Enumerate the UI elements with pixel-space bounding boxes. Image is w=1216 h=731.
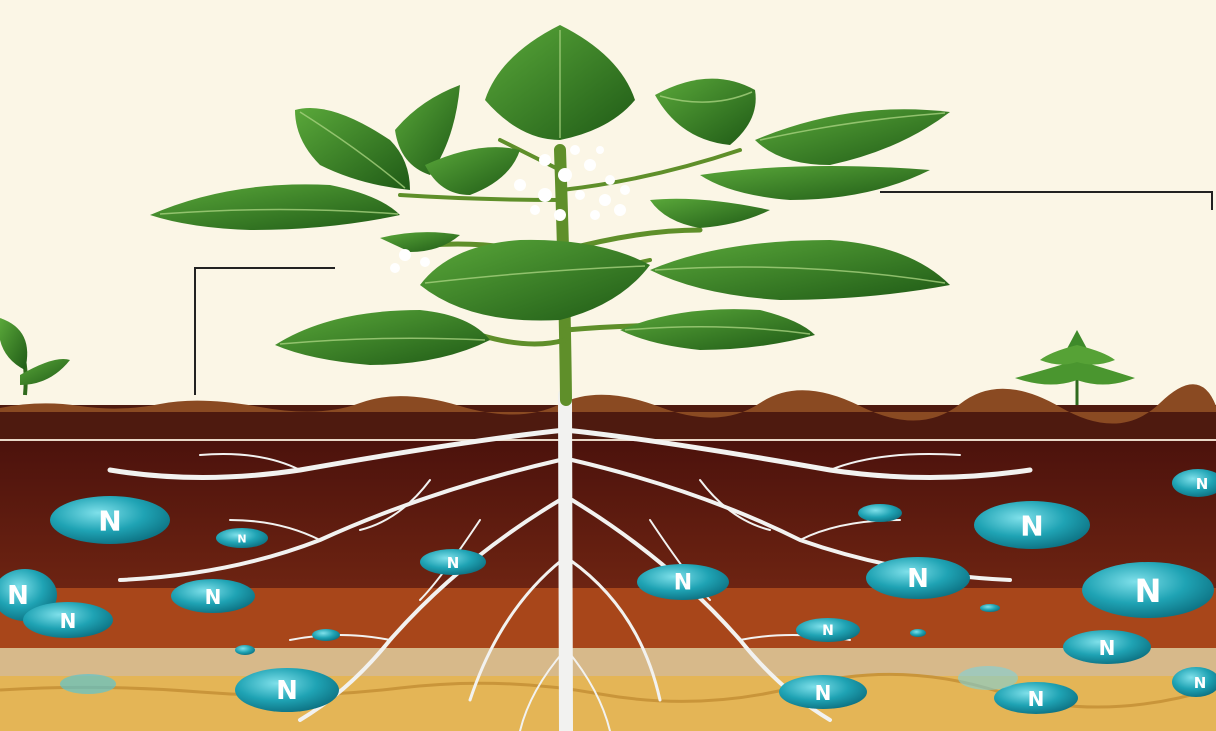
svg-text:N: N [1028, 687, 1045, 711]
nitrogen-bubble: N [866, 557, 970, 599]
svg-text:N: N [1020, 510, 1043, 543]
nitrogen-bubble [235, 645, 255, 655]
beige-layer [0, 648, 1216, 678]
nitrogen-bubble [858, 504, 902, 522]
nitrogen-bubble: N [235, 668, 339, 712]
svg-text:N: N [674, 571, 692, 596]
nitrogen-bubble: N [779, 675, 867, 709]
svg-text:N: N [60, 609, 77, 633]
nitrogen-bubble: N [23, 602, 113, 638]
nitrogen-bubble: N [1082, 562, 1214, 618]
nitrogen-bubble [958, 666, 1018, 690]
nitrogen-bubble: N [50, 496, 170, 544]
svg-text:N: N [822, 623, 834, 639]
nitrogen-bubble: N [1063, 630, 1151, 664]
nitrogen-bubble: N [974, 501, 1090, 549]
svg-text:N: N [205, 585, 222, 609]
svg-text:N: N [237, 533, 246, 546]
nitrogen-bubble [910, 629, 926, 637]
nitrogen-bubble: N [171, 579, 255, 613]
svg-text:N: N [7, 581, 29, 611]
svg-text:N: N [1099, 636, 1116, 660]
nitrogen-bubble [980, 604, 1000, 612]
nitrogen-bubble: N [420, 549, 486, 575]
nitrogen-bubble: N [637, 564, 729, 600]
nitrogen-bubble: N [796, 618, 860, 642]
nitrogen-bubble: N [216, 528, 268, 548]
svg-text:N: N [98, 505, 121, 538]
svg-text:N: N [815, 681, 832, 705]
svg-text:N: N [1135, 572, 1162, 610]
svg-text:N: N [447, 554, 460, 572]
svg-text:N: N [907, 564, 929, 594]
nitrogen-bubble [312, 629, 340, 641]
nitrogen-bubble [60, 674, 116, 694]
svg-text:N: N [276, 676, 298, 706]
svg-text:N: N [1194, 674, 1207, 692]
svg-text:N: N [1196, 475, 1209, 493]
